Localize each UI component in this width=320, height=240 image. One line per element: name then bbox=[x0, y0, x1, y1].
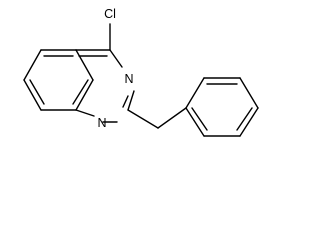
ch2-bond bbox=[127, 109, 159, 129]
atom-label-chlorine: Cl bbox=[104, 7, 116, 21]
phenyl-ring bbox=[185, 77, 259, 137]
bond bbox=[23, 79, 42, 111]
benzo-ring bbox=[23, 49, 94, 111]
atom-label-nitrogen-3: N bbox=[124, 72, 133, 86]
ch2-phenyl-bond bbox=[157, 107, 187, 129]
double-bond-inner bbox=[122, 95, 129, 108]
bond bbox=[23, 49, 42, 81]
bond bbox=[75, 49, 94, 81]
bond bbox=[239, 107, 259, 137]
bond bbox=[185, 77, 205, 109]
double-bond-inner bbox=[191, 107, 208, 131]
bond bbox=[75, 109, 95, 117]
bond bbox=[109, 49, 123, 68]
pyrimidine-ring bbox=[75, 49, 135, 123]
bond bbox=[127, 90, 135, 111]
bond bbox=[239, 77, 259, 109]
double-bond-inner bbox=[29, 79, 45, 105]
atom-label-nitrogen-1: N bbox=[97, 116, 106, 130]
double-bond-inner bbox=[72, 79, 89, 105]
double-bond-inner bbox=[236, 107, 253, 131]
chemical-structure: Cl N N bbox=[23, 7, 259, 137]
bond bbox=[75, 79, 94, 111]
bond bbox=[185, 107, 205, 137]
